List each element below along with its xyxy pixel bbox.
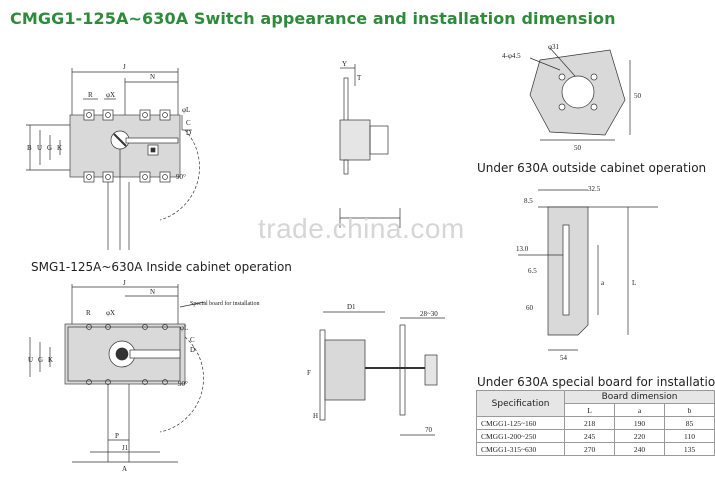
dim-range-label: 28~30: [420, 310, 438, 318]
dim-90-label-2: 90°: [178, 380, 188, 388]
dim-phix-label-2: φX: [106, 309, 115, 317]
dim-90-label: 90°: [176, 173, 186, 181]
dim-k-label-2: K: [48, 356, 53, 364]
row-l: 270: [564, 442, 616, 456]
dim-j1-label: J1: [122, 444, 129, 452]
dim-p-label: P: [115, 432, 119, 440]
dim-j-label-2: J: [123, 279, 126, 287]
sub-header-a: a: [614, 403, 665, 417]
dim-g-label: G: [47, 144, 52, 152]
row-b: 110: [664, 429, 715, 443]
dim-u-label-2: U: [28, 356, 33, 364]
dim-phi31-label: φ31: [548, 43, 560, 51]
board-dimension-table: Specification Board dimension L a b CMGG…: [475, 390, 715, 456]
dim-r-label: R: [88, 91, 93, 99]
inside-cabinet-caption: SMG1-125A~630A Inside cabinet operation: [31, 260, 292, 274]
row-b: 85: [664, 416, 715, 430]
table-row: CMGG1-315~630 270 240 135: [475, 442, 715, 456]
table-row: CMGG1-200~250 245 220 110: [475, 429, 715, 443]
dim-l-label: L: [632, 279, 636, 287]
dim-a-upper-label: A: [122, 465, 127, 473]
row-spec: CMGG1-125~160: [475, 416, 566, 430]
table-row: CMGG1-125~160 218 190 85: [475, 416, 715, 430]
dim-8-5-label: 8.5: [524, 197, 533, 205]
dim-c-label: C: [186, 119, 191, 127]
dim-phil-label-2: φL: [180, 324, 188, 332]
dim-y-label: Y: [342, 60, 347, 68]
dim-a-label: a: [601, 279, 605, 287]
dim-50h-label: 50: [574, 144, 582, 152]
dim-32-5-label: 32.5: [588, 185, 601, 193]
sub-header-b: b: [664, 403, 715, 417]
special-board-front-diagram: J N R φX φL U G K C D 90° P J1 A Special…: [28, 279, 259, 473]
row-a: 220: [614, 429, 665, 443]
sub-header-l: L: [564, 403, 616, 417]
row-spec: CMGG1-200~250: [475, 429, 566, 443]
special-board-side-diagram: D1 28~30 F H 70: [307, 303, 445, 436]
row-b: 135: [664, 442, 715, 456]
dim-60-label: 60: [526, 304, 534, 312]
dim-r-label-2: R: [86, 309, 91, 317]
dim-n-label-2: N: [150, 288, 155, 296]
dim-k-label: K: [57, 144, 62, 152]
outside-cabinet-plate-diagram: φ31 4-φ4.5 50 50: [502, 43, 642, 152]
dim-d-label-2: D: [190, 346, 195, 354]
dim-phil-label: φL: [182, 106, 190, 114]
inside-cabinet-front-diagram: J N R φX φL B U G K C D 90°: [26, 63, 200, 250]
dim-70-label: 70: [425, 426, 433, 434]
dim-f-label: F: [307, 369, 311, 377]
dim-50v-label: 50: [634, 92, 642, 100]
special-board-diagram: 32.5 8.5 13.0 6.5 60 54 a L: [516, 185, 658, 362]
watermark: trade.china.com: [258, 213, 465, 244]
inside-cabinet-side-diagram: Y T: [339, 60, 401, 228]
special-board-note: Special board for installation: [190, 300, 259, 307]
row-a: 240: [614, 442, 665, 456]
row-spec: CMGG1-315~630: [475, 442, 566, 456]
dim-h-label: H: [313, 412, 318, 420]
dim-d1-label: D1: [347, 303, 356, 311]
dim-t-label: T: [357, 74, 362, 82]
dim-b-label: B: [27, 144, 32, 152]
row-a: 190: [614, 416, 665, 430]
outside-cabinet-caption: Under 630A outside cabinet operation: [477, 161, 707, 175]
dim-u-label: U: [37, 144, 42, 152]
page-title: CMGG1-125A~630A Switch appearance and in…: [10, 9, 616, 28]
dim-54-label: 54: [560, 354, 568, 362]
dim-holes-label: 4-φ4.5: [502, 52, 521, 60]
row-l: 245: [564, 429, 616, 443]
dim-6-5-label: 6.5: [528, 267, 537, 275]
dim-d-label: D: [186, 129, 191, 137]
special-board-caption: Under 630A special board for installatio…: [477, 375, 715, 389]
col-board-header: Board dimension: [564, 390, 715, 404]
dim-g-label-2: G: [38, 356, 43, 364]
dim-13-label: 13.0: [516, 245, 529, 253]
dim-c-label-2: C: [190, 336, 195, 344]
col-spec-header: Specification: [475, 390, 566, 417]
dim-j-label: J: [123, 63, 126, 71]
dim-n-label: N: [150, 73, 155, 81]
dim-phix-label: φX: [106, 91, 115, 99]
row-l: 218: [564, 416, 616, 430]
